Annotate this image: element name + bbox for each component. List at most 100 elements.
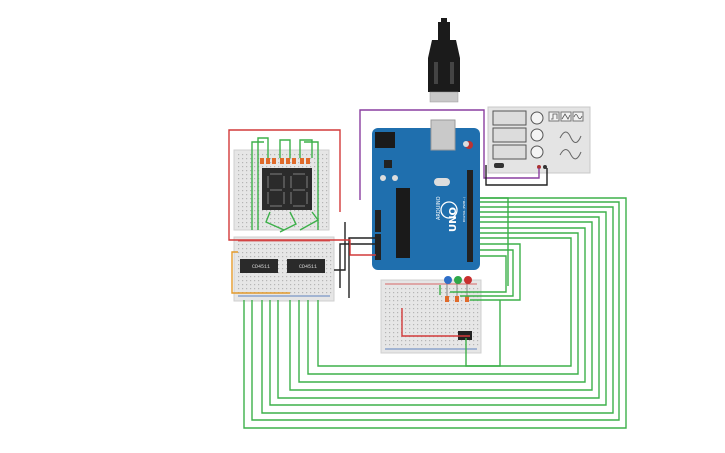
breadboard-hole: [314, 162, 316, 164]
breadboard-hole: [270, 280, 272, 282]
breadboard-hole: [318, 288, 320, 290]
breadboard-hole: [322, 154, 324, 156]
breadboard-hole: [322, 202, 324, 204]
breadboard-hole: [238, 154, 240, 156]
breadboard-hole: [274, 284, 276, 286]
breadboard-hole: [302, 166, 304, 168]
breadboard-hole: [294, 280, 296, 282]
seven-segment-display[interactable]: [260, 158, 312, 210]
breadboard-hole: [266, 226, 268, 228]
usb-cable[interactable]: [428, 18, 460, 103]
breadboard-hole: [238, 206, 240, 208]
breadboard-hole: [314, 256, 316, 258]
breadboard-hole: [294, 292, 296, 294]
breadboard-hole: [453, 288, 455, 290]
breadboard-hole: [242, 186, 244, 188]
breadboard-hole: [290, 292, 292, 294]
breadboard-hole: [401, 300, 403, 302]
wires[interactable]: [228, 109, 627, 429]
breadboard-hole: [413, 304, 415, 306]
breadboard-hole: [393, 320, 395, 322]
breadboard-hole: [453, 340, 455, 342]
breadboard-hole: [238, 186, 240, 188]
breadboard-hole: [326, 284, 328, 286]
breadboard-hole: [397, 312, 399, 314]
breadboard-hole: [286, 214, 288, 216]
breadboard-hole: [393, 344, 395, 346]
breadboard-hole: [437, 312, 439, 314]
arduino-uno-board[interactable]: ARDUINO UNO DIGITAL (PWM~): [372, 119, 480, 270]
breadboard-hole: [433, 324, 435, 326]
breadboard-hole: [413, 340, 415, 342]
breadboard-hole: [326, 206, 328, 208]
breadboard-hole: [449, 332, 451, 334]
breadboard-hole: [278, 214, 280, 216]
breadboard-hole: [310, 166, 312, 168]
chip-cd4511-1[interactable]: CD4511: [240, 259, 278, 273]
breadboard-hole: [302, 214, 304, 216]
breadboard-hole: [437, 304, 439, 306]
breadboard-hole: [238, 218, 240, 220]
breadboard-hole: [250, 256, 252, 258]
breadboard-hole: [250, 198, 252, 200]
breadboard-hole: [278, 272, 280, 274]
breadboard-hole: [314, 166, 316, 168]
breadboard-hole: [250, 284, 252, 286]
breadboard-hole: [242, 170, 244, 172]
breadboard-hole: [306, 218, 308, 220]
breadboard-hole: [282, 226, 284, 228]
breadboard-hole: [322, 226, 324, 228]
breadboard-hole: [294, 214, 296, 216]
breadboard-hole: [449, 312, 451, 314]
breadboard-hole: [242, 198, 244, 200]
breadboard-hole: [270, 218, 272, 220]
breadboard-hole: [238, 190, 240, 192]
breadboard-hole: [330, 284, 332, 286]
breadboard-hole: [322, 190, 324, 192]
breadboard-hole: [266, 284, 268, 286]
breadboard-hole: [270, 214, 272, 216]
breadboard-hole: [326, 244, 328, 246]
breadboard-hole: [286, 218, 288, 220]
breadboard-hole: [322, 248, 324, 250]
breadboard-hole: [242, 280, 244, 282]
breadboard-hole: [238, 288, 240, 290]
breadboard-hole: [322, 186, 324, 188]
breadboard-hole: [314, 292, 316, 294]
breadboard-hole: [290, 284, 292, 286]
breadboard-hole: [310, 248, 312, 250]
breadboard-hole: [286, 252, 288, 254]
breadboard-hole: [278, 244, 280, 246]
breadboard-hole: [393, 324, 395, 326]
breadboard-hole: [254, 194, 256, 196]
breadboard-hole: [469, 324, 471, 326]
breadboard-hole: [250, 206, 252, 208]
breadboard-hole: [417, 296, 419, 298]
breadboard-hole: [254, 178, 256, 180]
breadboard-hole: [242, 222, 244, 224]
breadboard-hole: [457, 320, 459, 322]
breadboard-hole: [405, 332, 407, 334]
breadboard-hole: [413, 320, 415, 322]
breadboard-hole: [449, 300, 451, 302]
breadboard-hole: [441, 344, 443, 346]
breadboard-hole: [270, 288, 272, 290]
breadboard-hole: [326, 158, 328, 160]
breadboard-hole: [258, 248, 260, 250]
breadboard-hole: [310, 252, 312, 254]
breadboard-hole: [238, 226, 240, 228]
breadboard-hole: [445, 292, 447, 294]
breadboard-hole: [294, 154, 296, 156]
chip-cd4511-2[interactable]: CD4511: [287, 259, 325, 273]
breadboard-hole: [461, 344, 463, 346]
breadboard-hole: [473, 336, 475, 338]
breadboard-hole: [274, 218, 276, 220]
breadboard-hole: [322, 194, 324, 196]
function-generator[interactable]: [487, 106, 591, 174]
breadboard-hole: [254, 182, 256, 184]
breadboard-hole: [298, 154, 300, 156]
breadboard-hole: [326, 190, 328, 192]
breadboard-hole: [421, 296, 423, 298]
breadboard-hole: [473, 332, 475, 334]
